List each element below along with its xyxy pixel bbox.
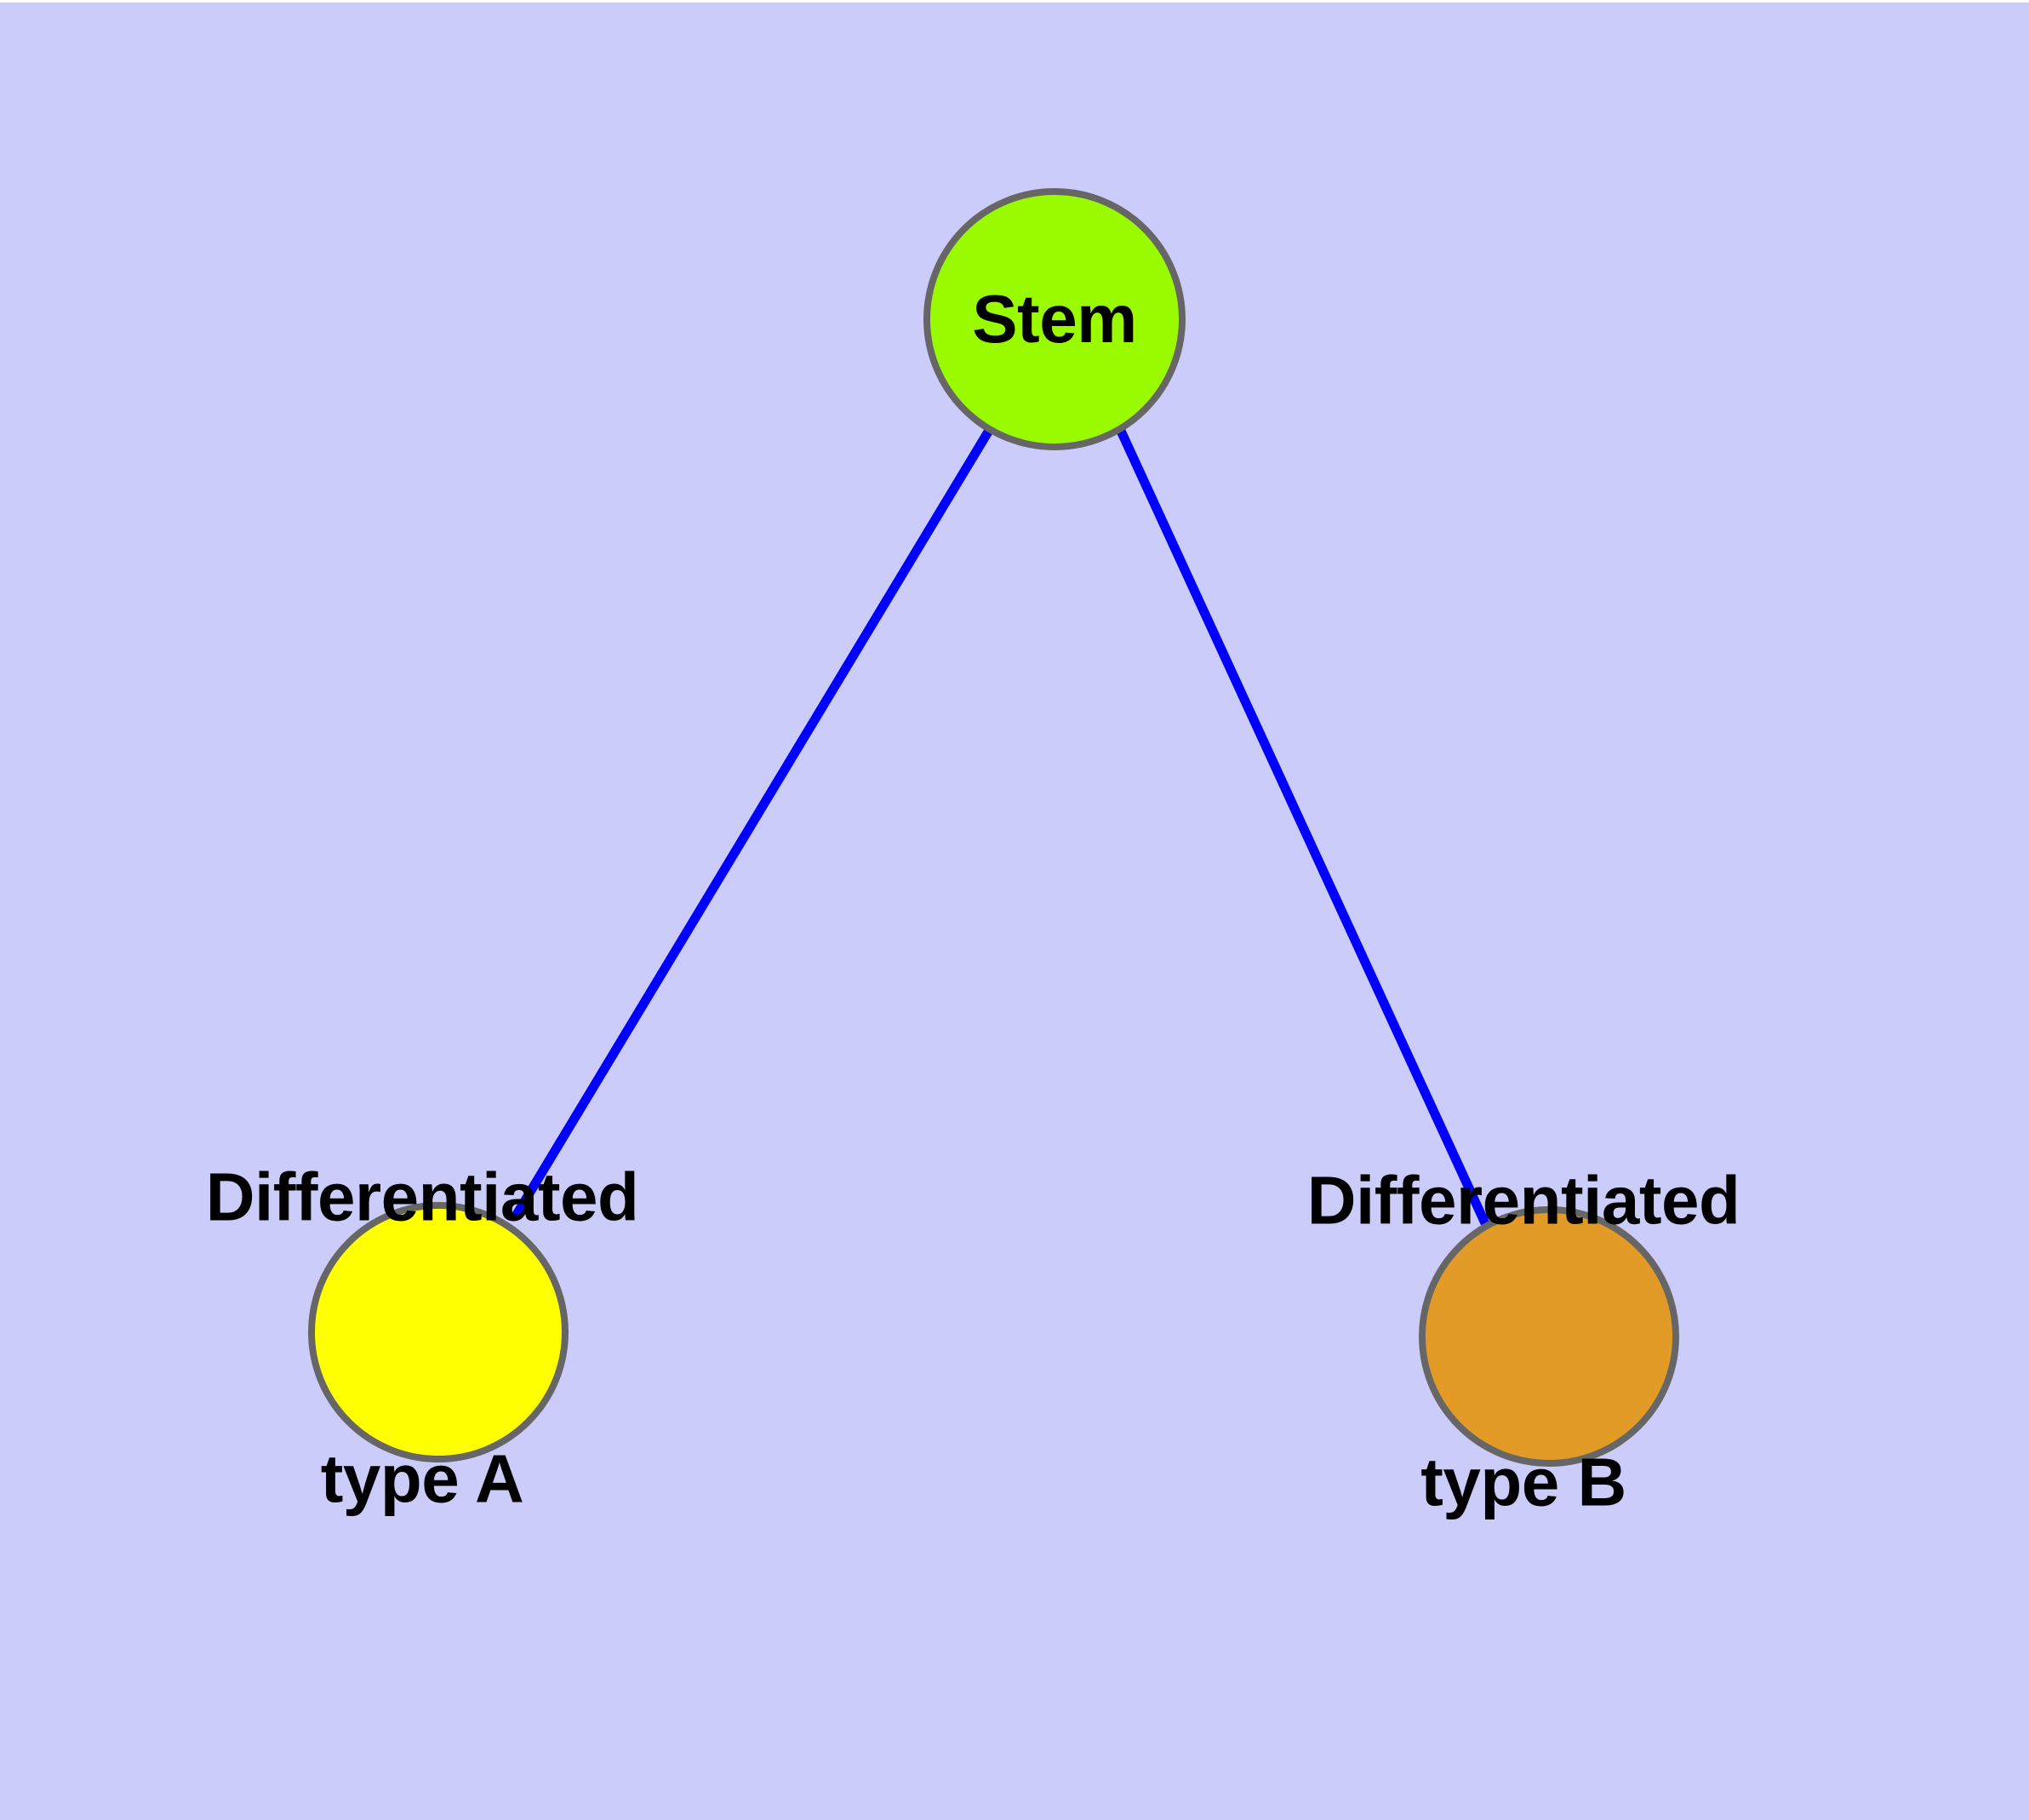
top-hairline: [0, 0, 2029, 3]
node-stem[interactable]: [923, 188, 1186, 450]
edge-layer: [511, 426, 1489, 1226]
node-differentiated-type-a[interactable]: [308, 1202, 569, 1462]
edge-stem-to-diff-a[interactable]: [511, 426, 994, 1220]
node-layer: [308, 188, 1679, 1467]
edge-stem-to-diff-b[interactable]: [1116, 426, 1489, 1226]
node-differentiated-type-b[interactable]: [1419, 1206, 1679, 1467]
